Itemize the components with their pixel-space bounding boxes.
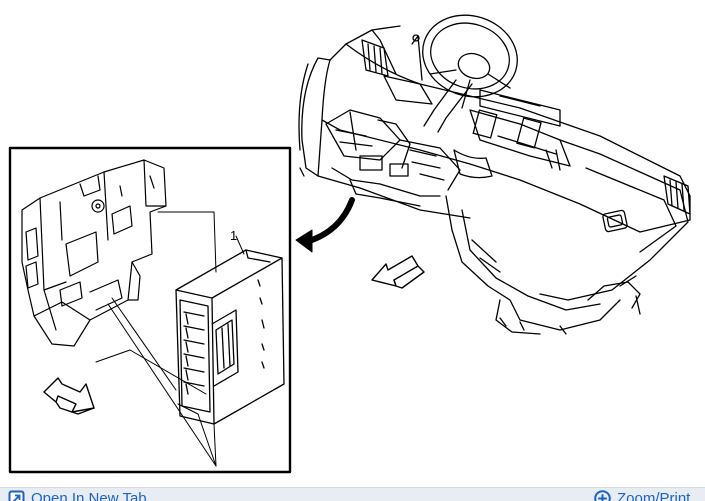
open-in-new-tab-link[interactable]: Open In New Tab — [8, 490, 147, 501]
zoom-plus-icon — [594, 490, 611, 501]
module-drawing — [175, 249, 285, 425]
front-direction-arrow-icon — [371, 255, 425, 289]
callout-number: 1 — [230, 228, 237, 243]
zoom-print-label: Zoom/Print — [617, 490, 691, 501]
leader-lines — [95, 211, 245, 467]
instrument-panel-module-figure: 1 — [8, 14, 691, 474]
curved-pointer-arrow-icon — [295, 197, 355, 253]
module-bracket-drawing — [21, 159, 167, 347]
zoom-print-link[interactable]: Zoom/Print — [594, 490, 690, 501]
open-new-tab-icon — [8, 490, 25, 501]
detail-direction-arrow-icon — [43, 377, 95, 415]
open-in-new-tab-label: Open In New Tab — [31, 490, 147, 501]
figure-action-bar: Open In New Tab Zoom/Print — [0, 487, 705, 501]
dashboard-drawing — [298, 14, 691, 335]
detail-frame — [8, 146, 292, 474]
